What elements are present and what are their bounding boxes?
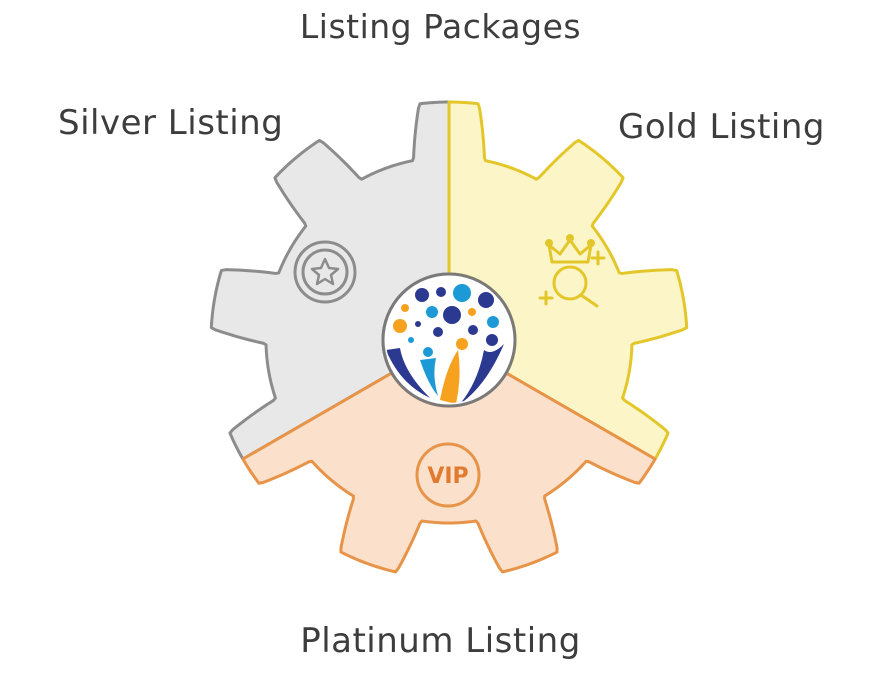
community-logo-icon bbox=[381, 272, 517, 408]
vip-badge-icon: VIP bbox=[415, 442, 481, 508]
platinum-listing-label: Platinum Listing bbox=[300, 621, 581, 661]
platinum-segment bbox=[241, 371, 657, 574]
silver-listing-label: Silver Listing bbox=[58, 103, 284, 143]
star-badge-icon bbox=[293, 240, 357, 304]
vip-badge-text: VIP bbox=[427, 464, 468, 489]
crown-search-icon bbox=[538, 234, 606, 308]
diagram-title: Listing Packages bbox=[299, 7, 582, 46]
gold-listing-label: Gold Listing bbox=[618, 107, 825, 147]
